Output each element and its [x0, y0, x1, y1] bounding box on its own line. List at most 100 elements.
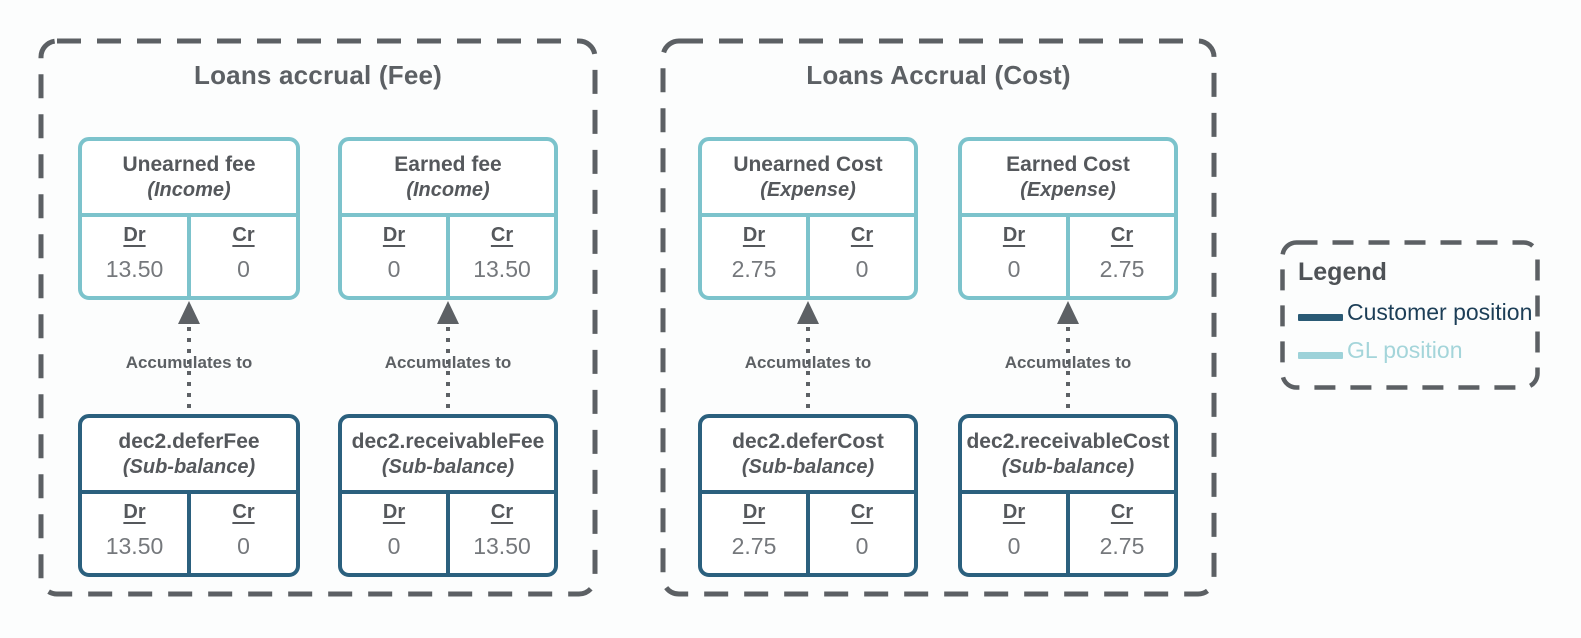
- arrow-up-icon: [797, 301, 819, 324]
- account-type: (Sub-balance): [741, 456, 875, 479]
- dr-value: 2.75: [731, 533, 777, 559]
- cr-value: 2.75: [1099, 533, 1145, 559]
- account-header: dec2.receivableCost (Sub-balance): [962, 418, 1174, 494]
- dr-value: 0: [387, 533, 401, 559]
- gl-account-table: Earned fee (Income) Dr 0 Cr 13.50: [338, 137, 558, 300]
- accumulates-arrow: Accumulates to: [958, 300, 1178, 414]
- dr-header: Dr: [382, 224, 406, 246]
- account-name: dec2.deferCost: [732, 429, 884, 453]
- account-header: Unearned fee (Income): [82, 141, 296, 217]
- account-header: Earned Cost (Expense): [962, 141, 1174, 217]
- flow-column: Earned Cost (Expense) Dr 0 Cr 2.75: [958, 137, 1178, 577]
- legend-label: GL position: [1347, 337, 1463, 364]
- gl-account-table: Earned Cost (Expense) Dr 0 Cr 2.75: [958, 137, 1178, 300]
- arrow-up-icon: [178, 301, 200, 324]
- accumulates-label: Accumulates to: [384, 353, 512, 372]
- flow-column: Unearned fee (Income) Dr 13.50 Cr 0: [78, 137, 300, 577]
- dr-value: 0: [1007, 533, 1021, 559]
- dr-cr-columns: Dr 0 Cr 13.50: [342, 494, 554, 573]
- dr-column: Dr 0: [342, 494, 446, 573]
- customer-account-table: dec2.deferFee (Sub-balance) Dr 13.50 Cr …: [78, 414, 300, 577]
- dr-header: Dr: [742, 224, 766, 246]
- cr-value: 0: [237, 256, 250, 282]
- cr-header: Cr: [1110, 501, 1134, 523]
- cr-column: Cr 0: [806, 217, 914, 296]
- dr-cr-columns: Dr 0 Cr 2.75: [962, 494, 1174, 573]
- cr-column: Cr 2.75: [1066, 217, 1174, 296]
- group-loans-accrual-fee: Loans accrual (Fee) Unearned fee (Income…: [38, 38, 598, 597]
- dotted-line: [1066, 327, 1070, 413]
- account-header: dec2.deferCost (Sub-balance): [702, 418, 914, 494]
- dr-header: Dr: [123, 501, 146, 523]
- arrow-up-icon: [1057, 301, 1079, 324]
- dr-header: Dr: [1002, 501, 1026, 523]
- cr-value: 2.75: [1099, 256, 1145, 282]
- cr-value: 0: [855, 256, 869, 282]
- dr-column: Dr 0: [342, 217, 446, 296]
- arrow-up-icon: [437, 301, 459, 324]
- group-title: Loans accrual (Fee): [194, 60, 442, 90]
- dr-value: 13.50: [105, 256, 164, 282]
- cr-header: Cr: [490, 501, 514, 523]
- cr-column: Cr 0: [187, 494, 296, 573]
- cr-value: 13.50: [473, 256, 531, 282]
- account-name: dec2.receivableCost: [966, 429, 1170, 453]
- dr-cr-columns: Dr 0 Cr 2.75: [962, 217, 1174, 296]
- dr-header: Dr: [123, 224, 146, 246]
- dotted-line: [806, 327, 810, 413]
- accumulates-label: Accumulates to: [1004, 353, 1132, 372]
- account-type: (Sub-balance): [1001, 456, 1135, 479]
- legend-item: Customer position: [1298, 299, 1540, 325]
- cr-header: Cr: [232, 501, 255, 523]
- flow-column: Earned fee (Income) Dr 0 Cr 13.50: [338, 137, 558, 577]
- legend-label: Customer position: [1347, 299, 1533, 325]
- account-type: (Expense): [1020, 179, 1116, 202]
- cr-header: Cr: [232, 224, 255, 246]
- cr-column: Cr 0: [806, 494, 914, 573]
- account-header: Unearned Cost (Expense): [702, 141, 914, 217]
- gl-account-table: Unearned Cost (Expense) Dr 2.75 Cr 0: [698, 137, 918, 300]
- cr-header: Cr: [490, 224, 514, 246]
- legend-title: Legend: [1298, 258, 1387, 286]
- account-type: (Sub-balance): [122, 456, 256, 479]
- account-name: dec2.receivableFee: [351, 429, 545, 453]
- account-header: dec2.deferFee (Sub-balance): [82, 418, 296, 494]
- dr-value: 13.50: [105, 533, 164, 559]
- gl-position-swatch-icon: [1298, 352, 1343, 360]
- account-name: Earned fee: [394, 152, 502, 176]
- account-type: (Expense): [760, 179, 856, 202]
- account-name: dec2.deferFee: [118, 429, 260, 453]
- accumulates-arrow: Accumulates to: [78, 300, 300, 414]
- cr-value: 0: [855, 533, 869, 559]
- group-title: Loans Accrual (Cost): [806, 60, 1071, 90]
- dr-header: Dr: [742, 501, 766, 523]
- account-name: Unearned Cost: [733, 152, 883, 176]
- dr-value: 2.75: [731, 256, 777, 282]
- dr-cr-columns: Dr 0 Cr 13.50: [342, 217, 554, 296]
- dr-cr-columns: Dr 2.75 Cr 0: [702, 217, 914, 296]
- account-header: Earned fee (Income): [342, 141, 554, 217]
- dr-cr-columns: Dr 2.75 Cr 0: [702, 494, 914, 573]
- account-header: dec2.receivableFee (Sub-balance): [342, 418, 554, 494]
- customer-account-table: dec2.deferCost (Sub-balance) Dr 2.75 Cr …: [698, 414, 918, 577]
- gl-account-table: Unearned fee (Income) Dr 13.50 Cr 0: [78, 137, 300, 300]
- dotted-line: [446, 327, 450, 413]
- dr-cr-columns: Dr 13.50 Cr 0: [82, 217, 296, 296]
- account-type: (Income): [406, 179, 490, 202]
- account-name: Unearned fee: [122, 152, 256, 176]
- dr-column: Dr 13.50: [82, 494, 187, 573]
- cr-column: Cr 0: [187, 217, 296, 296]
- accumulates-label: Accumulates to: [744, 353, 872, 372]
- dr-value: 0: [387, 256, 401, 282]
- dr-column: Dr 0: [962, 494, 1066, 573]
- dr-value: 0: [1007, 256, 1021, 282]
- dr-column: Dr 2.75: [702, 217, 806, 296]
- customer-account-table: dec2.receivableFee (Sub-balance) Dr 0 Cr…: [338, 414, 558, 577]
- dr-column: Dr 2.75: [702, 494, 806, 573]
- group-loans-accrual-cost: Loans Accrual (Cost) Unearned Cost (Expe…: [660, 38, 1217, 597]
- dr-column: Dr 0: [962, 217, 1066, 296]
- account-name: Earned Cost: [1006, 152, 1130, 176]
- dr-cr-columns: Dr 13.50 Cr 0: [82, 494, 296, 573]
- legend-content: Legend Customer position GL position: [1280, 240, 1540, 364]
